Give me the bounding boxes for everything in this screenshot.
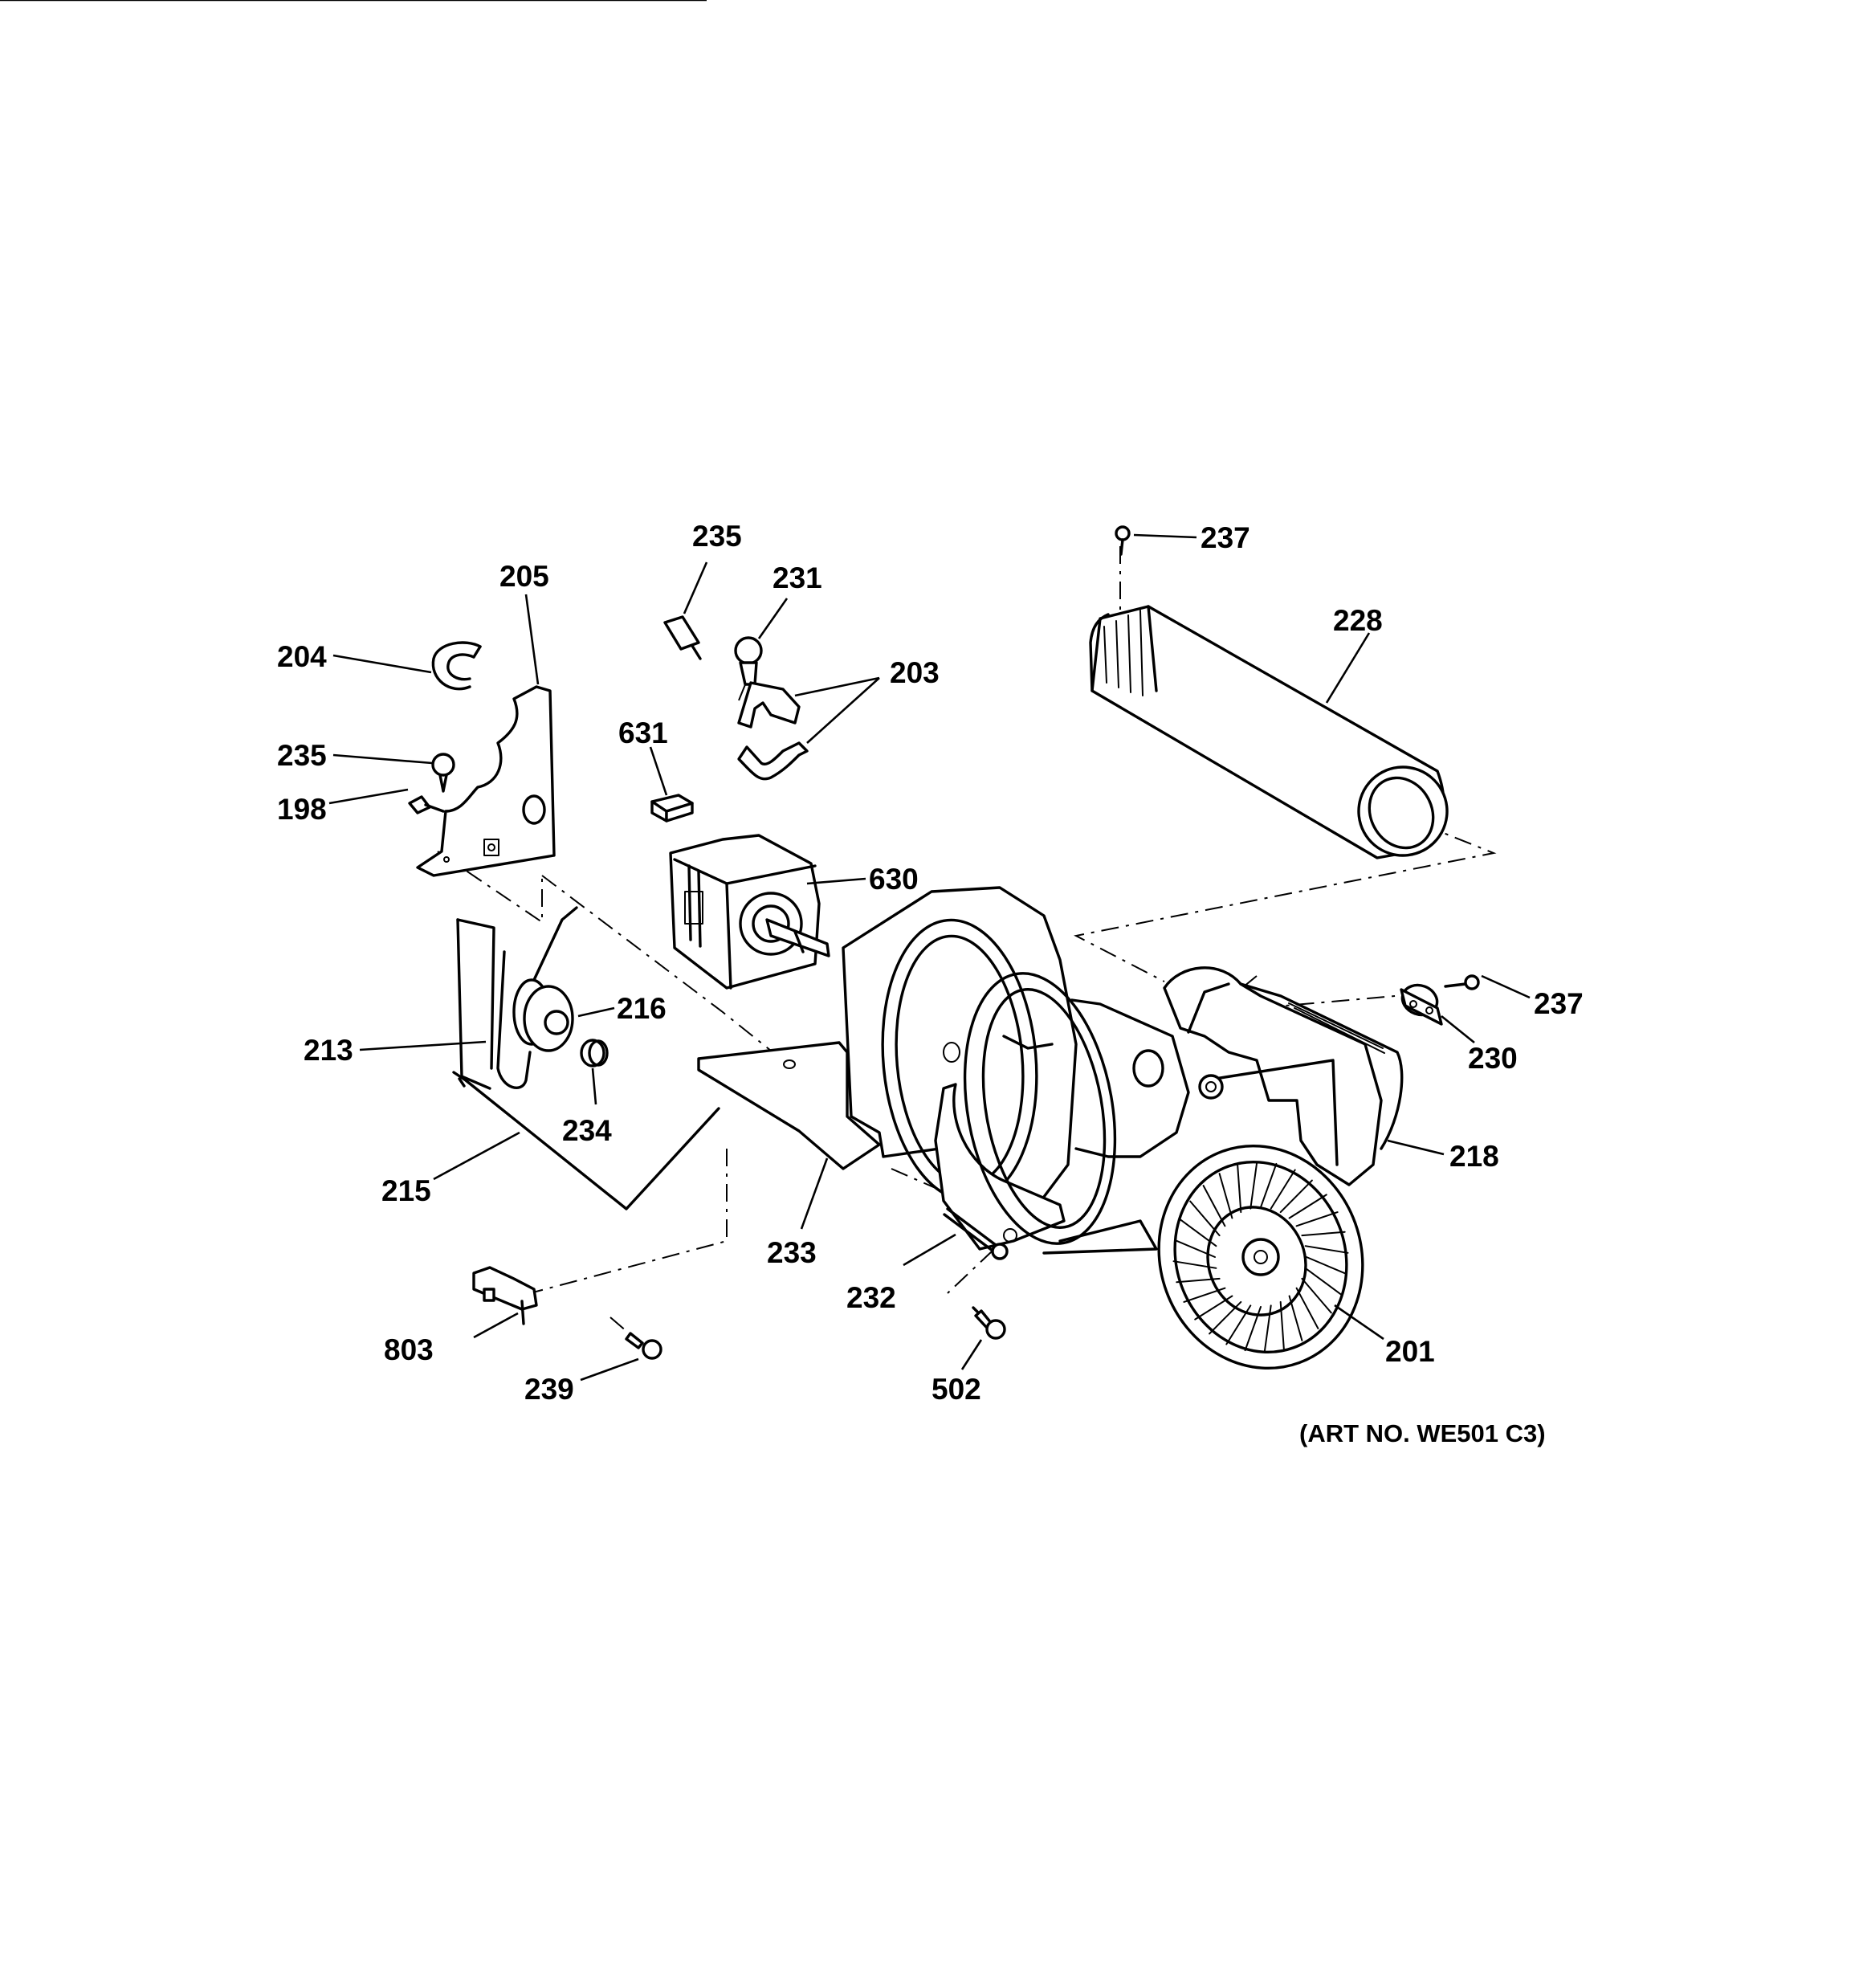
wheel-blade (1194, 1295, 1233, 1321)
label-215: 215 (381, 1174, 431, 1207)
bracket-205 (416, 685, 556, 877)
motor-630 (669, 834, 830, 990)
wheel-blade (1180, 1219, 1217, 1247)
label-233: 233 (767, 1236, 817, 1269)
wheel-blade (1260, 1162, 1278, 1208)
wheel-blade (1218, 1173, 1233, 1219)
clip-204 (431, 641, 482, 691)
label-231: 231 (773, 561, 822, 594)
label-237-top: 237 (1201, 521, 1250, 554)
wheel-blade (1304, 1245, 1349, 1254)
pulley-216 (512, 906, 578, 1052)
screw-198 (408, 795, 445, 814)
label-203: 203 (890, 656, 940, 689)
wheel-blade (1295, 1287, 1319, 1329)
label-630: 630 (869, 863, 919, 896)
thermostat-230 (1400, 983, 1443, 1026)
wheel-blade (1270, 1169, 1296, 1210)
base-bracket-233 (697, 1041, 881, 1170)
screw-237-top (1115, 525, 1131, 556)
housing-shell-218 (1163, 966, 1404, 1186)
label-204: 204 (277, 640, 327, 673)
screw-237-right (1444, 974, 1480, 990)
label-803: 803 (384, 1333, 434, 1366)
label-228: 228 (1333, 604, 1383, 637)
label-201: 201 (1385, 1335, 1435, 1368)
blower-housing (842, 886, 1190, 1255)
duct-tube-228 (1089, 605, 1449, 859)
label-205: 205 (499, 560, 549, 593)
screw-235-left (431, 753, 455, 793)
wheel-blade (1306, 1256, 1347, 1276)
wheel-blade (1202, 1185, 1226, 1227)
label-198: 198 (277, 793, 327, 826)
label-235-top: 235 (692, 520, 742, 553)
label-230: 230 (1468, 1042, 1518, 1075)
label-237-right: 237 (1534, 987, 1584, 1020)
wheel-blade (1176, 1277, 1221, 1284)
screw-235-top (663, 615, 702, 660)
motor-straps-203 (737, 681, 809, 781)
label-235-left: 235 (277, 739, 327, 772)
label-502: 502 (932, 1373, 981, 1406)
wheel-blade (1288, 1295, 1303, 1341)
label-232: 232 (846, 1281, 896, 1314)
rod-215 (452, 1071, 720, 1210)
wheel-blade (1225, 1304, 1252, 1345)
wheel-blade (1304, 1267, 1342, 1296)
leader-lines (0, 0, 1531, 1382)
wheel-blades (1172, 1161, 1349, 1353)
label-234: 234 (562, 1114, 612, 1147)
wheel-blade (1183, 1287, 1226, 1303)
screw-502 (972, 1306, 1006, 1340)
wheel-blade (1209, 1300, 1242, 1335)
wheel-blade (1189, 1200, 1221, 1237)
label-213: 213 (304, 1034, 353, 1067)
wheel-blade (1244, 1306, 1262, 1352)
wheel-blade (1295, 1211, 1339, 1227)
wheel-blade (1174, 1239, 1216, 1258)
wheel-blade (1301, 1277, 1332, 1314)
part-labels: 237 228 235 231 203 205 204 235 198 631 … (277, 520, 1584, 1406)
block-631 (650, 794, 694, 823)
wheel-blade (1263, 1304, 1272, 1353)
switch-803 (472, 1266, 538, 1325)
bushing-234 (580, 1039, 609, 1067)
blower-wheel-201 (1157, 1144, 1364, 1370)
wheel-blade (1279, 1179, 1313, 1214)
label-216: 216 (617, 992, 667, 1025)
label-218: 218 (1449, 1140, 1499, 1173)
wheel-blade (1301, 1231, 1346, 1237)
label-631: 631 (618, 716, 668, 749)
wheel-blade (1279, 1300, 1285, 1349)
label-239: 239 (524, 1373, 574, 1406)
art-number: (ART NO. WE501 C3) (1299, 1419, 1546, 1447)
screw-239 (625, 1332, 662, 1360)
wheel-blade (1237, 1165, 1242, 1214)
wheel-blade (1288, 1194, 1327, 1219)
wheel-blade (1249, 1161, 1258, 1210)
wheel-blade (1172, 1260, 1217, 1269)
screw-231 (734, 636, 763, 686)
bolt-232 (943, 1207, 1009, 1260)
